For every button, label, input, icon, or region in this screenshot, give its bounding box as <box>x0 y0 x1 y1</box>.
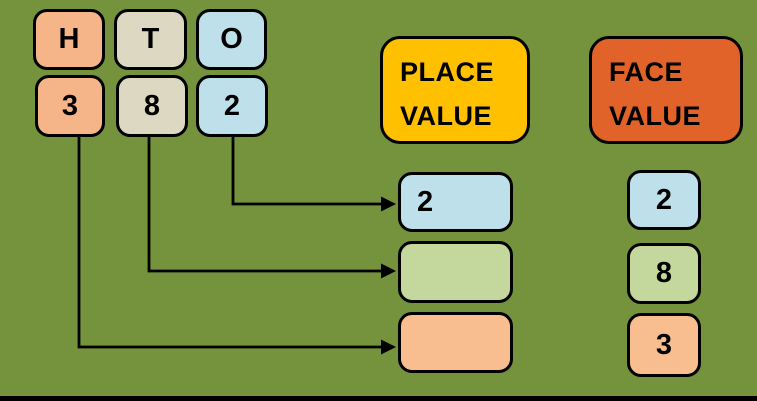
place-value-header-line2: VALUE <box>400 101 493 131</box>
place-value-box-1: 2 <box>398 172 513 232</box>
place-value-header-line1: PLACE <box>400 57 495 87</box>
face-value-header-line2: VALUE <box>609 101 702 131</box>
place-value-header: PLACE VALUE <box>380 36 530 144</box>
digit-tens: 8 <box>116 75 188 137</box>
place-value-box-3 <box>398 312 513 373</box>
column-label-ones: O <box>196 9 267 70</box>
arrow-tens-head <box>381 263 396 279</box>
face-value-box-1: 2 <box>627 170 701 230</box>
face-value-box-3: 3 <box>627 313 701 377</box>
column-label-tens-text: T <box>141 23 160 55</box>
bottom-black-bar <box>0 396 757 401</box>
column-label-ones-text: O <box>220 23 243 55</box>
face-value-header: FACE VALUE <box>589 36 743 144</box>
arrow-hundreds-head <box>381 339 396 355</box>
digit-hundreds: 3 <box>35 75 105 137</box>
digit-tens-text: 8 <box>143 89 161 122</box>
arrow-tens-line <box>147 133 382 273</box>
face-value-header-line1: FACE <box>609 57 684 87</box>
face-value-box-1-text: 2 <box>655 183 673 216</box>
place-value-box-2 <box>398 241 513 303</box>
place-value-box-1-text: 2 <box>417 185 434 218</box>
column-label-hundreds-text: H <box>58 23 80 55</box>
face-value-box-2-text: 8 <box>655 257 673 289</box>
column-label-tens: T <box>114 9 187 70</box>
arrow-hundreds-line <box>77 133 382 349</box>
digit-ones: 2 <box>196 75 268 137</box>
arrow-ones-line <box>231 133 382 206</box>
digit-hundreds-text: 3 <box>61 89 79 122</box>
column-label-hundreds: H <box>33 9 105 70</box>
digit-ones-text: 2 <box>223 89 241 122</box>
arrow-ones-head <box>381 196 396 212</box>
face-value-box-3-text: 3 <box>655 328 673 361</box>
face-value-box-2: 8 <box>627 243 701 304</box>
